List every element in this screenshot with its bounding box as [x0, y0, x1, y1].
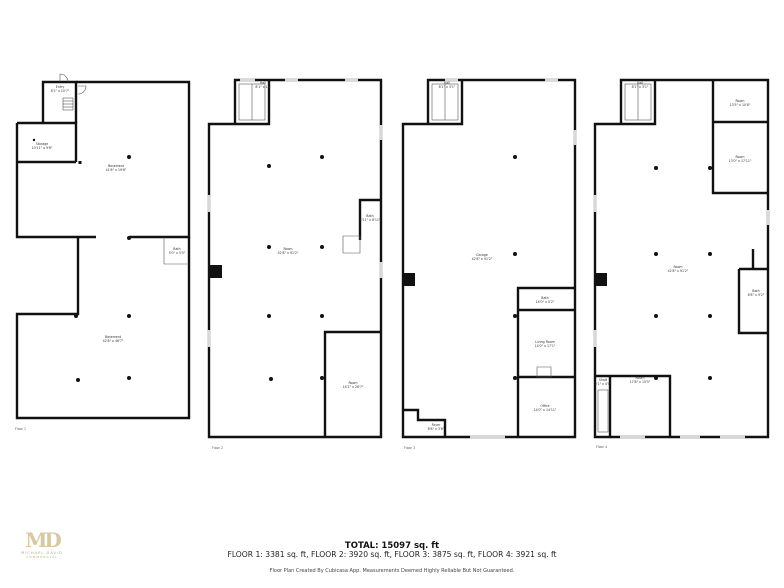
floor-3-plan: [401, 78, 577, 439]
logo-subtitle: COMMERCIAL: [25, 555, 59, 559]
floor-4-plan: [593, 78, 770, 439]
disclaimer: Floor Plan Created By Cubicasa App. Meas…: [269, 568, 515, 574]
company-logo: MD MICHAEL DAVID COMMERCIAL: [18, 530, 66, 559]
floor-areas: FLOOR 1: 3381 sq. ft, FLOOR 2: 3920 sq. …: [227, 550, 557, 559]
floor-1-plan: [15, 73, 191, 420]
floor-label: Floor 4: [596, 445, 607, 449]
logo-name: MICHAEL DAVID: [21, 551, 63, 555]
floor-2-plan: [207, 78, 383, 439]
floor-label: Floor 3: [404, 446, 415, 450]
total-area: TOTAL: 15097 sq. ft: [344, 541, 440, 551]
floor-label: Floor 1: [15, 427, 26, 431]
logo-mark: MD: [25, 528, 61, 552]
floor-label: Floor 2: [212, 446, 223, 450]
